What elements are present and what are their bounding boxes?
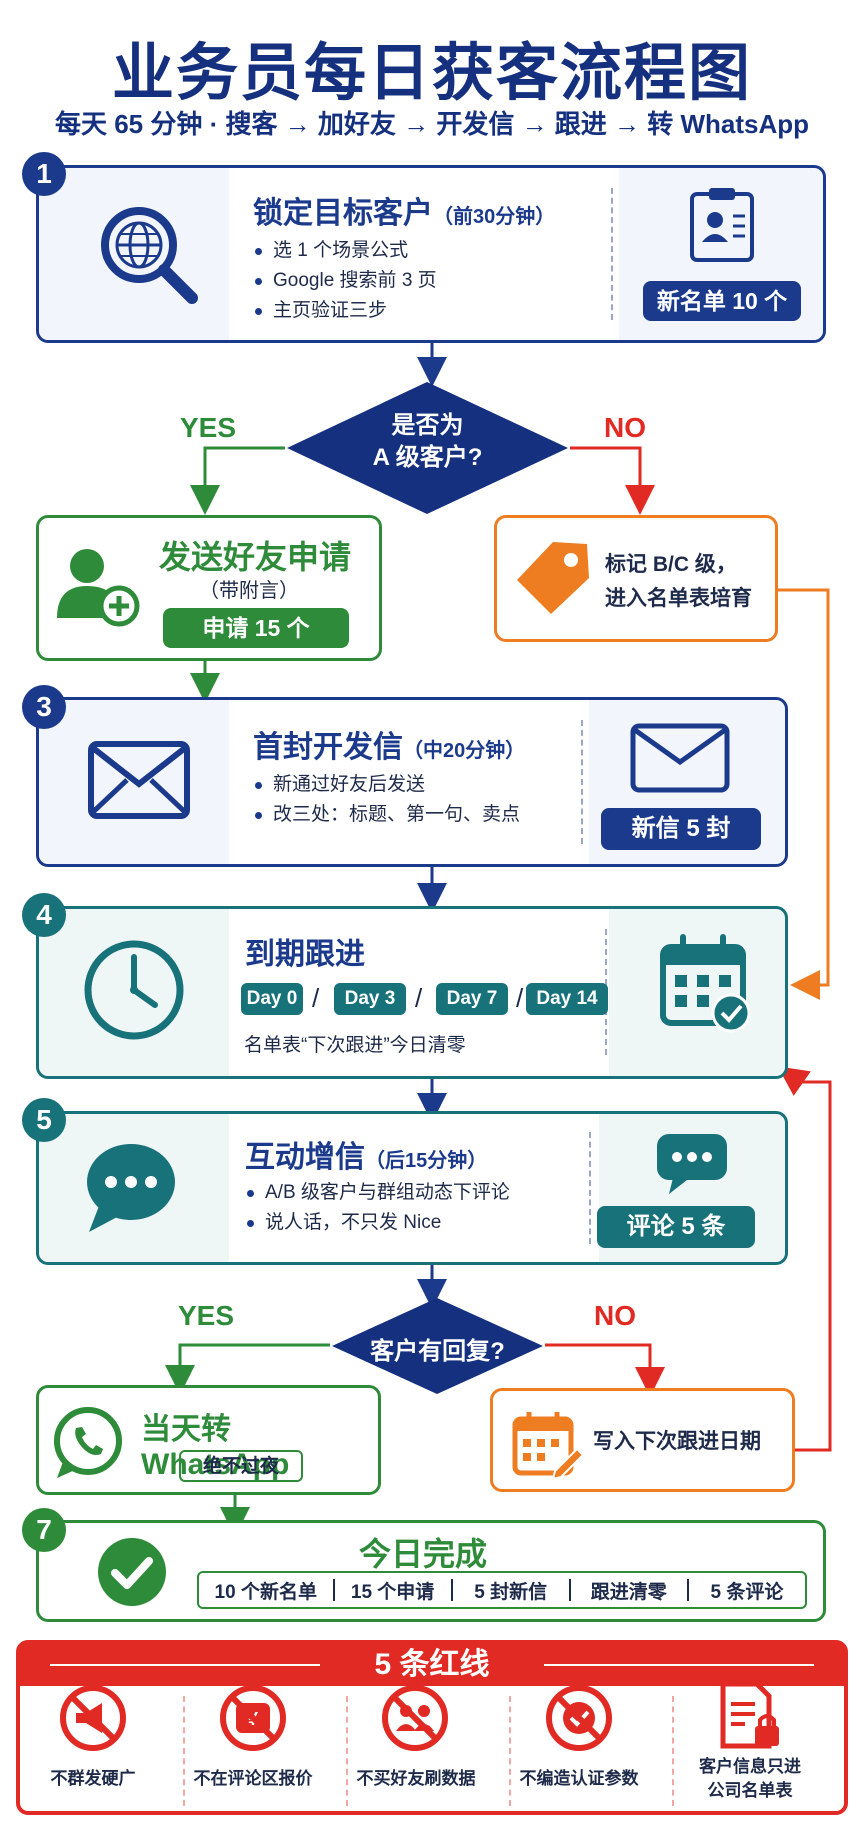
step4-number: 4 <box>22 893 66 937</box>
arrow-next-step4 <box>777 1066 832 1452</box>
no-fake-certification-icon <box>546 1685 612 1751</box>
redline-item: 不在评论区报价 <box>193 1769 313 1788</box>
calendar-check-icon <box>660 934 751 1033</box>
chat-bubble-icon <box>87 1144 175 1232</box>
add-user-icon <box>57 549 140 627</box>
whatsapp-card: 当天转 WhatsApp 绝不过夜 <box>36 1385 381 1495</box>
step5-bullets: A/B 级客户与群组动态下评论 说人话，不只发 Nice <box>245 1178 510 1238</box>
step7-number: 7 <box>22 1508 66 1552</box>
no-megaphone-icon <box>60 1685 126 1751</box>
redline-item: 公司名单表 <box>707 1781 793 1800</box>
summary-item: 10 个新名单 <box>214 1581 317 1603</box>
day-chip-0: Day 0 <box>241 983 303 1015</box>
step3-bullet: 新通过好友后发送 <box>253 770 520 800</box>
step3-title: 首封开发信（中20分钟） <box>253 731 526 764</box>
arrow-tag-step4 <box>778 588 830 1000</box>
step1-card: 锁定目标客户（前30分钟） 选 1 个场景公式 Google 搜索前 3 页 主… <box>36 165 826 343</box>
step7-title: 今日完成 <box>359 1536 488 1572</box>
step2-card: 发送好友申请 （带附言） 申请 15 个 <box>36 515 382 661</box>
step1-bullet: Google 搜索前 3 页 <box>253 266 437 296</box>
step2-subtitle: （带附言） <box>199 580 299 602</box>
day-separator: / <box>516 983 524 1013</box>
step5-card: 互动增信（后15分钟） A/B 级客户与群组动态下评论 说人话，不只发 Nice… <box>36 1111 788 1265</box>
day-separator: / <box>415 983 423 1013</box>
summary-item: 跟进清零 <box>590 1581 667 1603</box>
page-title: 业务员每日获客流程图 <box>111 39 752 108</box>
day-chip-3: Day 3 <box>334 983 406 1015</box>
step1-bullet: 主页验证三步 <box>253 296 437 326</box>
step2-badge: 申请 15 个 <box>163 608 349 648</box>
step3-card: 首封开发信（中20分钟） 新通过好友后发送 改三处：标题、第一句、卖点 新信 5… <box>36 697 788 867</box>
step5-title: 互动增信（后15分钟） <box>245 1141 488 1174</box>
arrow-yes-2 <box>165 1343 330 1395</box>
step5-bullet: A/B 级客户与群组动态下评论 <box>245 1178 510 1208</box>
calendar-edit-icon <box>512 1412 583 1479</box>
no-fake-followers-icon <box>382 1685 448 1751</box>
decision2-question: 客户有回复? <box>370 1338 505 1365</box>
no-price-icon: ¥ <box>220 1685 286 1751</box>
whatsapp-icon <box>54 1407 122 1478</box>
redlines-title: 5 条红线 <box>374 1648 490 1681</box>
step5-badge: 评论 5 条 <box>597 1206 755 1248</box>
tag-bc-text: 标记 B/C 级， 进入名单表培育 <box>605 553 752 610</box>
redline-item: 不买好友刷数据 <box>356 1769 476 1788</box>
step1-bullet: 选 1 个场景公式 <box>253 236 437 266</box>
step1-bullets: 选 1 个场景公式 Google 搜索前 3 页 主页验证三步 <box>253 236 437 326</box>
summary-item: 5 条评论 <box>710 1581 784 1603</box>
whatsapp-badge: 绝不过夜 <box>179 1450 303 1482</box>
search-globe-icon <box>101 207 198 304</box>
decision1-diamond <box>287 382 568 514</box>
step1-badge: 新名单 10 个 <box>643 281 801 321</box>
envelope-icon <box>88 741 190 819</box>
step4-title: 到期跟进 <box>245 938 365 971</box>
tag-bc-card: 标记 B/C 级， 进入名单表培育 <box>494 515 778 642</box>
check-circle-icon <box>98 1538 166 1606</box>
step1-number: 1 <box>22 152 66 196</box>
decision2-yes-label: YES <box>178 1300 235 1331</box>
day-chip-7: Day 7 <box>436 983 508 1015</box>
step3-bullet: 改三处：标题、第一句、卖点 <box>253 800 520 830</box>
step5-number: 5 <box>22 1098 66 1142</box>
tag-icon <box>517 542 589 614</box>
step7-summary: 10 个新名单 15 个申请 5 封新信 跟进清零 5 条评论 <box>197 1571 807 1609</box>
step3-number: 3 <box>22 685 66 729</box>
summary-item: 15 个申请 <box>350 1581 435 1603</box>
clock-icon <box>84 940 184 1040</box>
step3-bullets: 新通过好友后发送 改三处：标题、第一句、卖点 <box>253 770 520 830</box>
arrow-no-2 <box>545 1343 665 1397</box>
step4-note: 名单表“下次跟进”今日清零 <box>244 1035 466 1056</box>
decision1-question: 是否为 A 级客户? <box>372 412 483 471</box>
locked-document-icon <box>720 1681 779 1749</box>
decision2-diamond <box>332 1298 543 1394</box>
envelope-icon-small <box>630 723 730 793</box>
step7-card: 今日完成 10 个新名单 15 个申请 5 封新信 跟进清零 5 条评论 <box>36 1520 826 1622</box>
decision2-no-label: NO <box>594 1300 636 1331</box>
decision1-no-label: NO <box>604 412 646 443</box>
whatsapp-title: 当天转 WhatsApp <box>141 1413 290 1481</box>
decision1-yes-label: YES <box>180 412 237 443</box>
arrow-no-1 <box>570 446 655 515</box>
page-subtitle: 每天 65 分钟 · 搜客 → 加好友 → 开发信 → 跟进 → 转 Whats… <box>54 109 810 139</box>
redline-item: 客户信息只进 <box>699 1757 801 1776</box>
day-separator: / <box>312 983 320 1013</box>
redline-item: 不群发硬广 <box>50 1769 136 1788</box>
step2-title: 发送好友申请 <box>159 539 352 575</box>
summary-item: 5 封新信 <box>474 1581 548 1603</box>
clipboard-icon <box>690 188 754 262</box>
step1-title: 锁定目标客户（前30分钟） <box>253 197 556 230</box>
redline-item: 不编造认证参数 <box>519 1769 639 1788</box>
next-followup-text: 写入下次跟进日期 <box>593 1430 761 1453</box>
chat-bubble-icon-small <box>657 1134 727 1194</box>
step3-badge: 新信 5 封 <box>601 808 761 850</box>
step4-card: 到期跟进 <box>36 906 788 1079</box>
arrow-yes-1 <box>190 446 285 515</box>
day-chip-14: Day 14 <box>526 983 608 1015</box>
step5-bullet: 说人话，不只发 Nice <box>245 1208 510 1238</box>
next-followup-card: 写入下次跟进日期 <box>490 1388 795 1492</box>
